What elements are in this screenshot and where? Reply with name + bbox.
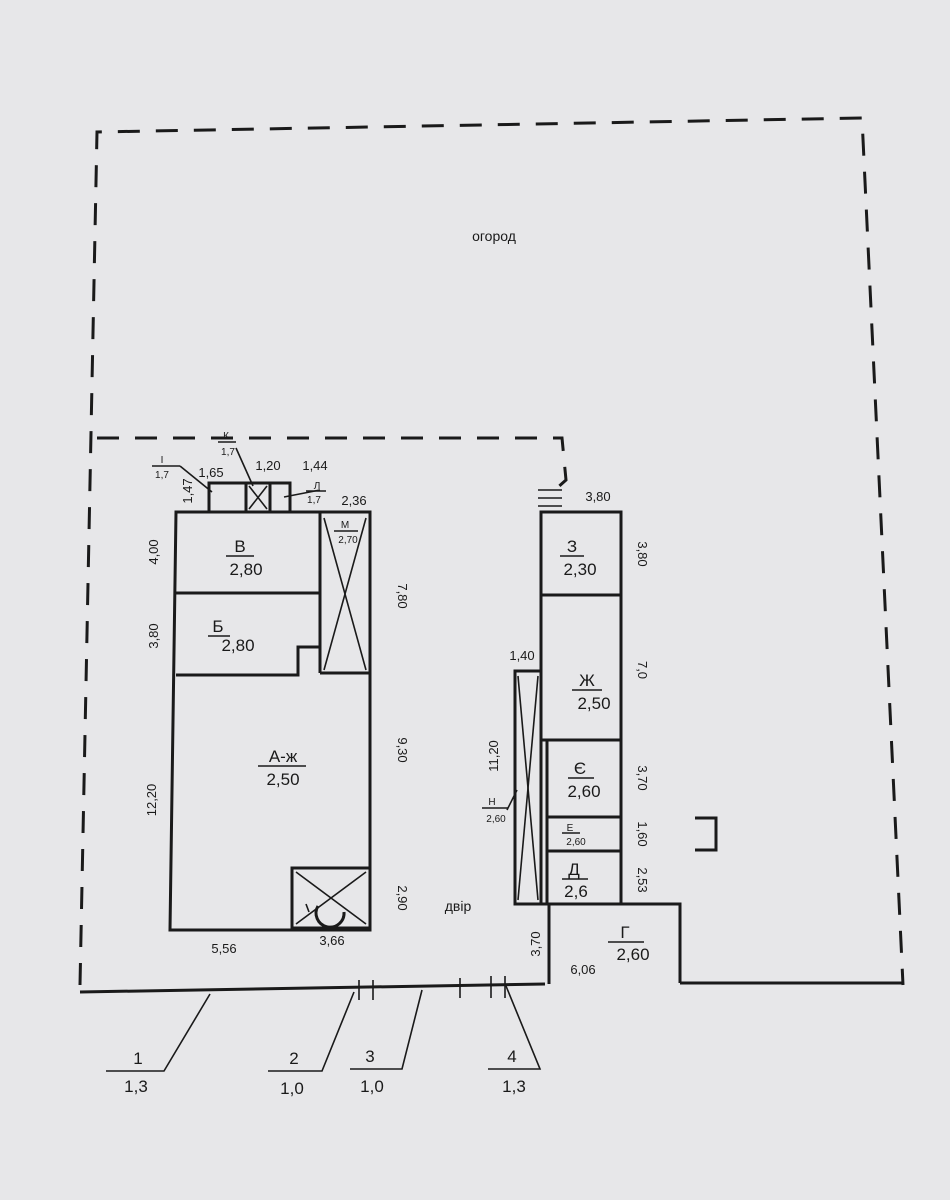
street-line (79, 982, 546, 994)
room-z-height: 2,30 (563, 560, 596, 579)
room-g-letter: Г (620, 923, 629, 942)
property-boundary (78, 116, 905, 986)
svg-text:2: 2 (289, 1049, 298, 1068)
dim-3-80-left: 3,80 (146, 623, 161, 648)
dim-1-47: 1,47 (180, 478, 195, 503)
dim-11-20: 11,20 (486, 740, 501, 772)
dim-5-56: 5,56 (211, 941, 236, 956)
main-house (168, 481, 372, 932)
room-d-height: 2,6 (564, 882, 588, 901)
room-l-height: 1,7 (307, 495, 321, 506)
leader-h (506, 789, 518, 811)
fence-callout-1: 1 1,3 (106, 993, 211, 1096)
dim-3-70-bottom: 3,70 (528, 931, 543, 956)
room-h-letter: Н (488, 797, 495, 808)
dim-2-53: 2,53 (635, 867, 650, 892)
svg-text:1,3: 1,3 (502, 1077, 526, 1096)
room-a-height: 2,50 (266, 770, 299, 789)
dim-3-66: 3,66 (319, 933, 344, 948)
room-i-letter: І (161, 455, 164, 466)
room-ye-letter: Є (574, 759, 586, 778)
room-b-height: 2,80 (221, 636, 254, 655)
dim-7-0: 7,0 (635, 661, 650, 679)
room-v-letter: В (234, 537, 245, 556)
dim-4-00: 4,00 (146, 539, 161, 564)
room-z-letter: З (567, 537, 577, 556)
room-zh-letter: Ж (579, 671, 595, 690)
room-e-letter: Е (567, 823, 574, 834)
room-g-height: 2,60 (616, 945, 649, 964)
svg-text:1: 1 (133, 1049, 142, 1068)
dim-7-80: 7,80 (395, 583, 410, 608)
room-v-height: 2,80 (229, 560, 262, 579)
dim-3-80-top: 3,80 (585, 489, 610, 504)
dim-6-06: 6,06 (570, 962, 595, 977)
fence-callout-3: 3 1,0 (350, 989, 423, 1096)
room-l-letter: Л (314, 481, 321, 492)
yard-label: двір (445, 898, 472, 914)
room-m-height: 2,70 (338, 535, 358, 546)
fence-callout-2: 2 1,0 (268, 991, 355, 1098)
garden-boundary (97, 436, 568, 498)
dim-2-90: 2,90 (395, 885, 410, 910)
outbuilding (513, 510, 682, 984)
dim-12-20: 12,20 (144, 784, 159, 817)
room-m-letter: М (341, 520, 349, 531)
room-h-height: 2,60 (486, 814, 506, 825)
svg-text:1,3: 1,3 (124, 1077, 148, 1096)
garden-label: огород (472, 228, 516, 244)
dim-2-36: 2,36 (341, 493, 366, 508)
gate-marks (358, 489, 562, 1000)
dim-1-40: 1,40 (509, 648, 534, 663)
dim-1-20: 1,20 (255, 458, 280, 473)
room-e-height: 2,60 (566, 837, 586, 848)
dim-1-65: 1,65 (198, 465, 223, 480)
dim-1-60: 1,60 (635, 821, 650, 846)
room-d-letter: Д (568, 860, 580, 879)
fence-callout-4: 4 1,3 (488, 985, 542, 1096)
room-ye-height: 2,60 (567, 782, 600, 801)
room-zh-height: 2,50 (577, 694, 610, 713)
dim-3-80-right: 3,80 (635, 541, 650, 566)
svg-text:1,0: 1,0 (360, 1077, 384, 1096)
room-a-letter: А-ж (269, 747, 298, 766)
room-b-letter: Б (212, 617, 223, 636)
room-i-height: 1,7 (155, 470, 169, 481)
svg-text:4: 4 (507, 1047, 516, 1066)
dim-9-30: 9,30 (395, 737, 410, 762)
svg-text:3: 3 (365, 1047, 374, 1066)
room-k-height: 1,7 (221, 447, 235, 458)
svg-text:1,0: 1,0 (280, 1079, 304, 1098)
dim-3-70-right: 3,70 (635, 765, 650, 790)
dim-1-44: 1,44 (302, 458, 327, 473)
entrance-bracket (695, 816, 718, 852)
room-k-letter: К (223, 431, 229, 442)
